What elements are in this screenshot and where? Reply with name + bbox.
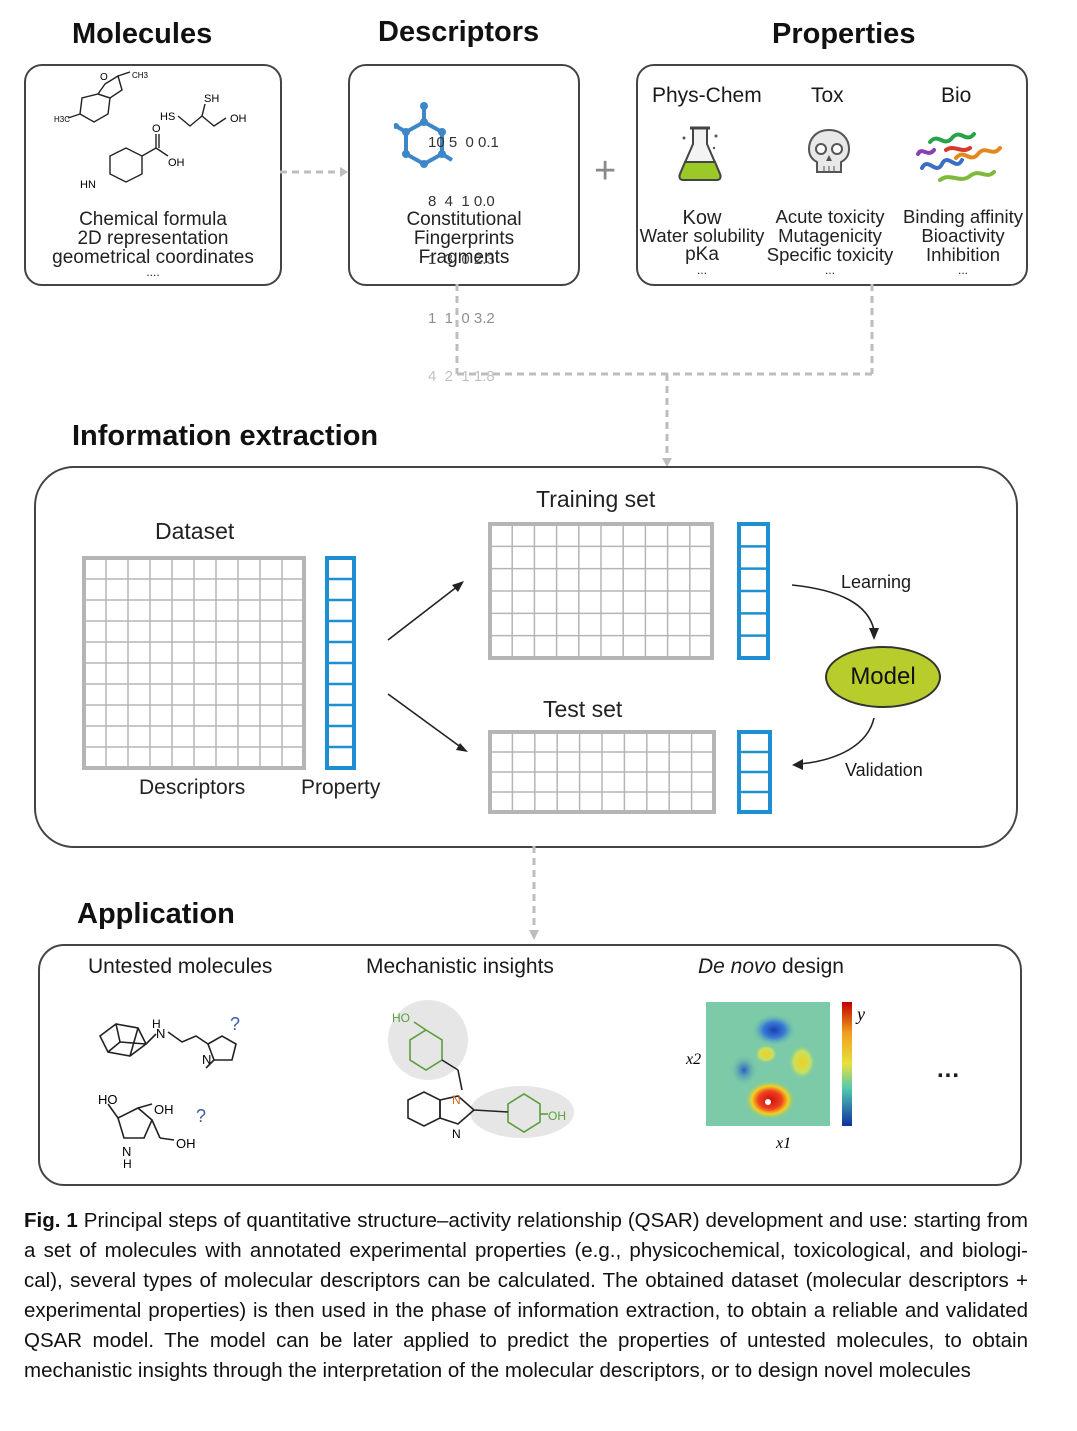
mech-oh: OH xyxy=(548,1109,566,1123)
question-mark-2: ? xyxy=(196,1106,206,1126)
question-mark-1: ? xyxy=(230,1014,240,1034)
descriptors-box xyxy=(348,64,580,286)
extraction-arrows xyxy=(387,581,879,770)
descriptors-header: Descriptors xyxy=(378,16,540,48)
prop-physchem-line-1: Kow xyxy=(682,207,722,229)
mech-n2: N xyxy=(452,1127,461,1141)
de-novo-rest: design xyxy=(776,955,844,978)
atom-oh1: OH xyxy=(230,113,247,125)
matrix-row-3: 1 3 0 2.3 xyxy=(428,251,495,268)
caption-text: Principal steps of quantitative structur… xyxy=(24,1209,1028,1382)
molecules-line-2: 2D representation xyxy=(77,228,229,249)
validation-label: Validation xyxy=(845,760,923,780)
hexagon-molecule-icon xyxy=(394,102,454,168)
prop-bio-line-1: Binding affinity xyxy=(903,206,1023,227)
properties-header: Properties xyxy=(772,18,916,50)
top-connectors xyxy=(280,167,874,467)
dataset-property-column xyxy=(325,556,356,770)
prop-tox-line-1: Acute toxicity xyxy=(775,206,885,227)
atom-o-furan: O xyxy=(100,72,108,83)
molecule-structures: CH3 H3C O SH HS OH O OH HN xyxy=(54,71,247,191)
heatmap-y-label: y xyxy=(855,1004,865,1024)
descriptors-line-3: Fragments xyxy=(418,247,510,268)
atom-hs: HS xyxy=(160,111,175,123)
protein-icon xyxy=(916,132,1002,182)
mechanistic-insights-label: Mechanistic insights xyxy=(366,955,554,978)
dataset-label: Dataset xyxy=(155,518,235,544)
skull-icon xyxy=(807,128,851,173)
descriptors-axis-label: Descriptors xyxy=(139,776,246,799)
application-box xyxy=(38,944,1022,1186)
training-set-label: Training set xyxy=(536,486,656,512)
mech-ho: HO xyxy=(392,1011,410,1025)
heatmap-x1-label: x1 xyxy=(775,1135,791,1152)
prop-bio-line-4: ... xyxy=(957,263,968,277)
atom-oh2: OH xyxy=(168,157,185,169)
test-set-label: Test set xyxy=(543,696,623,722)
more-ellipsis: ... xyxy=(937,1056,961,1083)
descriptors-line-1: Constitutional xyxy=(406,209,522,230)
model-label: Model xyxy=(850,663,916,690)
figure-caption: Fig. 1 Principal steps of quantitative s… xyxy=(24,1206,1028,1386)
dataset-descriptor-grid xyxy=(82,556,306,770)
property-axis-label: Property xyxy=(301,776,381,799)
atom-n-ring: N xyxy=(202,1052,211,1067)
lower-connector xyxy=(529,846,539,940)
learning-label: Learning xyxy=(841,572,912,592)
training-descriptor-grid xyxy=(488,522,714,660)
prop-physchem-line-3: pKa xyxy=(685,244,719,265)
de-novo-design-label: De novo design xyxy=(698,955,844,979)
untested-molecule-structures: H N N ? HO OH ? OH N H xyxy=(98,1014,240,1171)
prop-col-tox-title: Tox xyxy=(811,84,844,107)
dataset-grids xyxy=(82,522,772,814)
atom-hn: HN xyxy=(80,179,96,191)
atom-n-amine: N xyxy=(156,1026,165,1041)
heatmap-x2-label: x2 xyxy=(685,1051,701,1068)
prop-bio-line-2: Bioactivity xyxy=(921,225,1005,246)
prop-physchem-line-4: ... xyxy=(696,263,707,277)
atom-n-pyr: N xyxy=(122,1144,131,1159)
model-node: Model xyxy=(825,646,941,708)
atom-h-amine: H xyxy=(152,1017,161,1031)
prop-col-bio-title: Bio xyxy=(941,84,972,107)
descriptors-line-2: Fingerprints xyxy=(413,228,515,249)
prop-tox-line-2: Mutagenicity xyxy=(778,225,882,246)
molecules-line-1: Chemical formula xyxy=(79,209,227,230)
test-property-column xyxy=(737,730,772,814)
training-property-column xyxy=(737,522,770,660)
atom-ch3: CH3 xyxy=(132,71,149,80)
plus-sign: + xyxy=(594,150,617,192)
molecules-line-3: geometrical coordinates xyxy=(52,247,254,268)
molecules-box xyxy=(24,64,282,286)
atom-h-pyr: H xyxy=(123,1157,132,1171)
application-header: Application xyxy=(77,898,235,930)
de-novo-italic: De novo xyxy=(698,955,777,978)
mechanistic-molecule: HO OH N N xyxy=(388,1000,574,1141)
untested-molecules-label: Untested molecules xyxy=(88,955,273,978)
matrix-row-2: 8 4 1 0.0 xyxy=(428,192,495,210)
atom-ho: HO xyxy=(98,1092,118,1107)
de-novo-heatmap: y x2 x1 xyxy=(685,1002,865,1152)
mech-n1: N xyxy=(452,1093,461,1107)
caption-fig-label: Fig. 1 xyxy=(24,1209,78,1232)
prop-tox-line-3: Specific toxicity xyxy=(766,244,894,265)
atom-o-acid: O xyxy=(152,123,161,135)
atom-oh-b: OH xyxy=(176,1136,196,1151)
molecules-header: Molecules xyxy=(72,18,213,50)
flask-icon xyxy=(678,126,722,181)
prop-bio-line-3: Inhibition xyxy=(925,244,1001,265)
descriptor-matrix: 10 5 0 0.1 8 4 1 0.0 1 3 0 2.3 1 1 0 3.2… xyxy=(428,94,499,406)
test-descriptor-grid xyxy=(488,730,716,814)
prop-physchem-line-2: Water solubility xyxy=(639,225,765,246)
atom-oh-a: OH xyxy=(154,1102,174,1117)
information-extraction-header: Information extraction xyxy=(72,420,379,452)
prop-tox-line-4: ... xyxy=(824,263,835,277)
matrix-row-5: 4 2 1 1.8 xyxy=(428,368,495,385)
prop-col-physchem-title: Phys-Chem xyxy=(652,84,762,107)
matrix-row-1: 10 5 0 0.1 xyxy=(428,134,499,151)
atom-h3c: H3C xyxy=(54,115,70,124)
atom-sh: SH xyxy=(204,93,219,105)
matrix-row-4: 1 1 0 3.2 xyxy=(428,309,495,327)
molecules-line-4: .... xyxy=(146,265,160,279)
